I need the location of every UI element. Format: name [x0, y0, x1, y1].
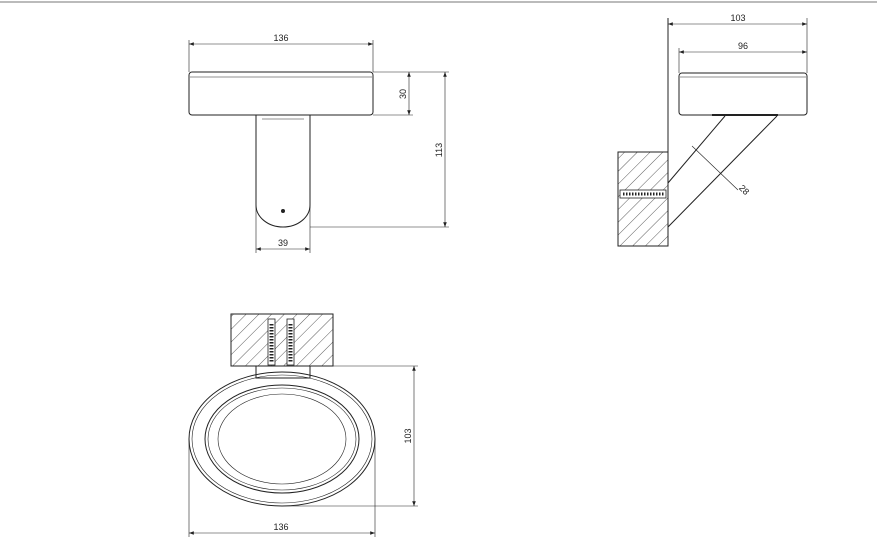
plate-outline — [188, 71, 374, 116]
dim-label-plate-depth: 96 — [738, 41, 748, 51]
dim-label-arm: 28 — [737, 183, 751, 197]
front-view: 136 30 113 39 — [188, 33, 449, 253]
dish-inner — [217, 393, 347, 485]
top-view: 103 136 — [188, 313, 418, 537]
wall-section — [617, 151, 669, 247]
dish-outer — [188, 371, 376, 507]
dim-label-depth: 103 — [730, 13, 745, 23]
dim-label-width: 136 — [273, 522, 288, 532]
dim-label-plate-height: 30 — [398, 89, 408, 99]
arm-edge — [667, 115, 778, 228]
plate-outline — [678, 72, 808, 116]
wall-section — [230, 313, 334, 367]
dim-label-stem-width: 39 — [278, 238, 288, 248]
dim-label-width: 136 — [273, 33, 288, 43]
dim-label-depth: 103 — [403, 428, 413, 443]
dim-label-total-height: 113 — [434, 143, 444, 157]
side-view: 28 103 96 — [617, 13, 808, 247]
wall-anchor — [619, 189, 667, 199]
arm-edge — [667, 115, 726, 184]
stem-outline — [255, 115, 311, 228]
